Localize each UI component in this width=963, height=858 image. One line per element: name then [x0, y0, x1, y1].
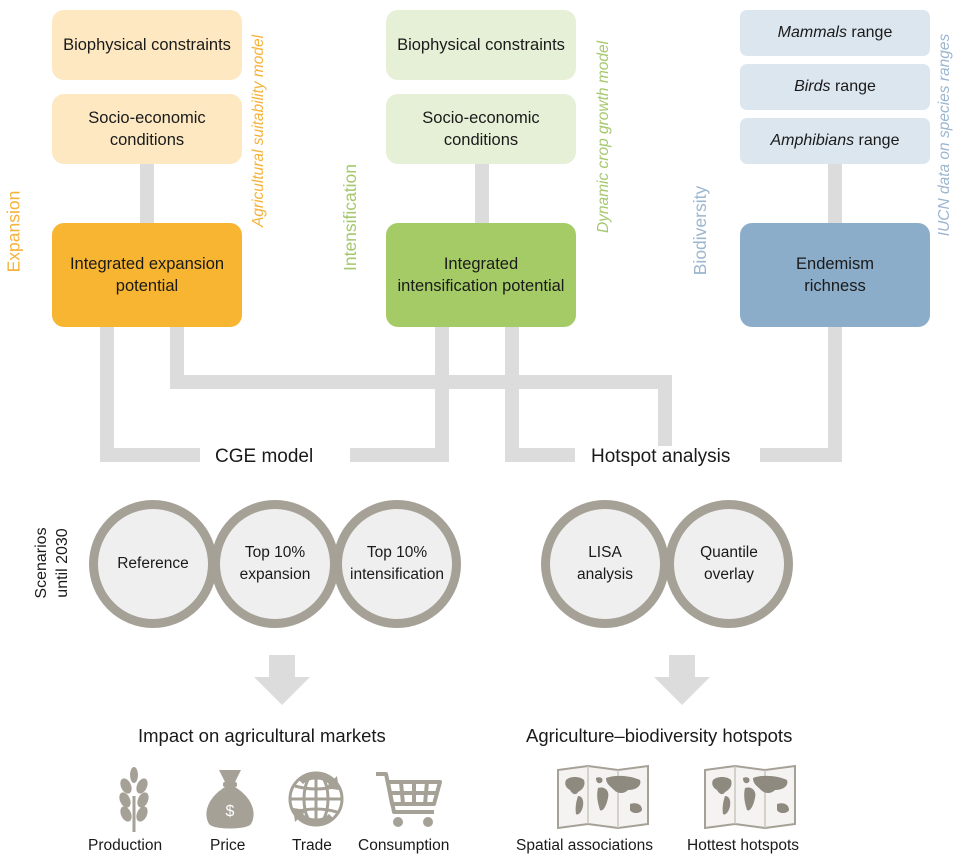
scenarios-line2: until 2030 [54, 528, 71, 598]
wheat-icon [119, 767, 149, 832]
globe-trade-icon [288, 771, 344, 827]
expansion-biophysical-box: Biophysical constraints [52, 10, 242, 80]
world-map-icon [557, 764, 649, 830]
dynamic-crop-growth-model-label: Dynamic crop growth model [595, 40, 613, 234]
scenario-reference-circle: Reference [89, 500, 217, 628]
trade-label: Trade [292, 837, 332, 854]
production-label: Production [88, 837, 163, 854]
scenario-top10-expansion-circle: Top 10% expansion [211, 500, 339, 628]
cge-model-title: CGE model [209, 446, 320, 468]
expansion-socio-box: Socio-economic conditions [52, 94, 242, 164]
scenario-top10-intensification-text: Top 10% intensification [350, 544, 444, 583]
intensification-label: Intensification [340, 163, 361, 272]
lisa-analysis-text: LISA analysis [577, 544, 633, 583]
expansion-socio-text: Socio-economic conditions [88, 109, 206, 149]
intensification-socio-box: Socio-economic conditions [386, 94, 576, 164]
spatial-associations-label: Spatial associations [516, 837, 653, 854]
hotspot-analysis-title: Hotspot analysis [585, 446, 737, 468]
price-symbol: $ [226, 803, 235, 820]
integrated-intensification-text: Integrated intensification potential [397, 255, 565, 295]
amphibians-range-box: Amphibians range [740, 118, 930, 164]
expansion-biophysical-text: Biophysical constraints [63, 36, 231, 54]
consumption-label: Consumption [358, 837, 450, 854]
mammals-range-word: range [846, 24, 893, 41]
scenario-top10-intensification-circle: Top 10% intensification [333, 500, 461, 628]
scenario-top10-expansion-text: Top 10% expansion [239, 544, 311, 583]
scenarios-line1: Scenarios [33, 527, 50, 599]
hottest-hotspots-label: Hottest hotspots [687, 837, 800, 854]
mammals-taxon: Mammals [777, 24, 847, 41]
quantile-overlay-text: Quantile overlay [700, 544, 758, 583]
intensification-biophysical-box: Biophysical constraints [386, 10, 576, 80]
money-bag-icon: $ [206, 770, 254, 829]
integrated-intensification-box: Integrated intensification potential [386, 223, 576, 327]
scenario-reference-text: Reference [117, 555, 189, 572]
agricultural-suitability-model-label: Agricultural suitability model [250, 34, 268, 228]
markets-impact-title: Impact on agricultural markets [138, 725, 386, 746]
amphibians-taxon: Amphibians [770, 132, 855, 149]
intensification-biophysical-text: Biophysical constraints [397, 36, 565, 54]
amphibians-range-word: range [854, 132, 900, 149]
world-map-icon [704, 764, 796, 830]
shopping-cart-icon [376, 772, 442, 827]
quantile-overlay-circle: Quantile overlay [665, 500, 793, 628]
birds-range-box: Birds range [740, 64, 930, 110]
endemism-richness-box: Endemism richness [740, 223, 930, 327]
birds-range-word: range [830, 78, 876, 95]
iucn-data-label: IUCN data on species ranges [936, 33, 954, 237]
hotspots-outcome-title: Agriculture–biodiversity hotspots [526, 725, 793, 746]
integrated-expansion-box: Integrated expansion potential [52, 223, 242, 327]
biodiversity-label: Biodiversity [690, 185, 711, 276]
down-arrow-icon [654, 655, 710, 705]
lisa-analysis-circle: LISA analysis [541, 500, 669, 628]
down-arrow-icon [254, 655, 310, 705]
integrated-expansion-text: Integrated expansion potential [69, 255, 225, 295]
endemism-richness-text: Endemism richness [796, 255, 874, 295]
expansion-label: Expansion [3, 190, 24, 273]
mammals-range-box: Mammals range [740, 10, 930, 56]
scenarios-label: Scenarios until 2030 [31, 521, 77, 605]
birds-taxon: Birds [794, 78, 831, 95]
price-label: Price [210, 837, 246, 854]
intensification-socio-text: Socio-economic conditions [422, 109, 540, 149]
